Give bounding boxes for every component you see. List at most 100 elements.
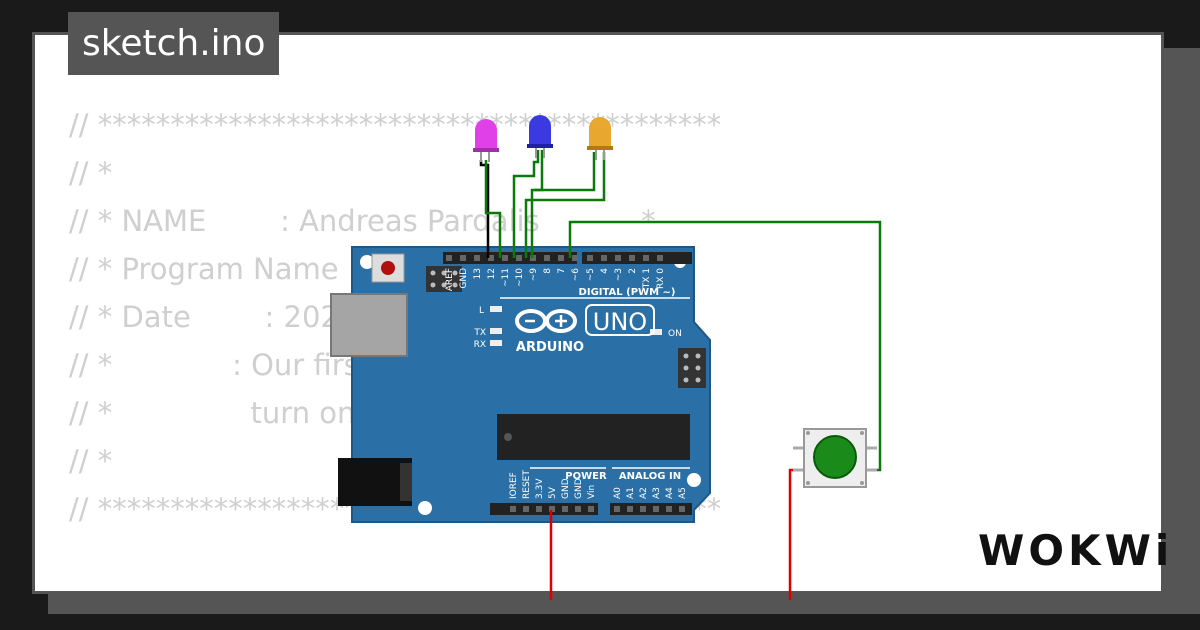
led-rx-label: RX [474, 340, 486, 350]
led-bulb [529, 115, 551, 146]
pin-label: 13 [473, 268, 483, 279]
pin-label: AREF [445, 268, 455, 291]
pin-label: 4 [600, 268, 610, 274]
pin-hole[interactable] [629, 255, 635, 261]
pin-label: ~10 [515, 268, 525, 287]
pin-hole[interactable] [516, 255, 522, 261]
pin-hole[interactable] [536, 506, 542, 512]
pin-hole[interactable] [460, 255, 466, 261]
led-orange[interactable] [587, 117, 613, 160]
file-tab[interactable]: sketch.ino [68, 12, 280, 75]
pin-hole[interactable] [657, 255, 663, 261]
pin-hole[interactable] [572, 255, 578, 261]
arduino-uno-board[interactable]: UNO ARDUINO DIGITAL (PWM ~) POWER ANALOG… [330, 246, 711, 523]
pin-hole[interactable] [510, 506, 516, 512]
wire-led3b [524, 152, 606, 258]
pin-holes [446, 255, 685, 512]
pin-label: ~5 [586, 268, 596, 281]
pin-hole[interactable] [523, 506, 529, 512]
pin-hole[interactable] [601, 255, 607, 261]
pin-label: A4 [665, 487, 675, 499]
led-l [490, 306, 502, 312]
led-bulb [589, 117, 611, 148]
pin-label: IOREF [509, 472, 519, 499]
atmega-chip [497, 414, 690, 460]
led-bulb [475, 119, 497, 150]
pin-hole[interactable] [549, 506, 555, 512]
pin-label: 12 [487, 268, 497, 279]
board-model: UNO [593, 308, 647, 336]
analog-header-label: ANALOG IN [619, 471, 681, 482]
pin-hole[interactable] [653, 506, 659, 512]
pin-label: TX 1 [642, 268, 652, 289]
pin-label: ~3 [614, 268, 624, 281]
wokwi-logo: WOKWi [978, 526, 1174, 575]
pin-label: A2 [639, 487, 649, 499]
board-brand: ARDUINO [516, 340, 584, 355]
pin-hole[interactable] [474, 255, 480, 261]
pin-label: RX 0 [656, 268, 666, 289]
pin-hole[interactable] [587, 255, 593, 261]
led-blue[interactable] [527, 115, 553, 158]
code-line: // * [69, 444, 113, 478]
pin-hole[interactable] [575, 506, 581, 512]
led-on-label: ON [668, 329, 682, 339]
pin-hole[interactable] [562, 506, 568, 512]
wire-led1 [484, 160, 502, 258]
pushbutton[interactable] [793, 428, 877, 488]
pin-label: A1 [626, 487, 636, 499]
icsp-header [426, 266, 462, 292]
code-line: // * turn on [69, 396, 356, 430]
pin-hole[interactable] [666, 506, 672, 512]
pin-label: GND [561, 478, 571, 499]
pin-label: ~11 [501, 268, 511, 287]
led-rx [490, 340, 502, 346]
wire-led3 [534, 152, 596, 192]
pin-label: A5 [678, 487, 688, 499]
icsp-header-2 [678, 348, 706, 388]
led-l-label: L [479, 306, 484, 316]
pin-hole[interactable] [627, 506, 633, 512]
pin-hole[interactable] [488, 255, 494, 261]
pin-hole[interactable] [502, 255, 508, 261]
led-magenta[interactable] [473, 119, 499, 162]
pin-label: A3 [652, 487, 662, 499]
mount-hole [360, 255, 374, 269]
pin-label: GND [574, 478, 584, 499]
pin-label: GND [459, 268, 469, 289]
led-tx-label: TX [473, 328, 486, 338]
pin-label: 8 [543, 268, 553, 274]
pin-label: 3.3V [535, 478, 545, 499]
pin-hole[interactable] [643, 255, 649, 261]
led-tx [490, 328, 502, 334]
reset-button-cap[interactable] [381, 261, 395, 275]
code-line: // *************************************… [69, 108, 722, 142]
pin-hole[interactable] [588, 506, 594, 512]
digital-header-right [582, 252, 692, 264]
pin-hole[interactable] [615, 255, 621, 261]
pin-label: Vin [587, 485, 597, 499]
pin-label: ~9 [529, 268, 539, 282]
code-line: // * NAME : Andreas Pardalis * [69, 204, 656, 238]
pin-hole[interactable] [640, 506, 646, 512]
wire-led2 [512, 150, 540, 258]
pin-label: A0 [613, 487, 623, 499]
wire-gnd [479, 160, 490, 258]
pin-hole[interactable] [679, 506, 685, 512]
mount-hole [418, 501, 432, 515]
pin-hole[interactable] [544, 255, 550, 261]
pin-hole[interactable] [446, 255, 452, 261]
pin-hole[interactable] [614, 506, 620, 512]
code-line: // * Date : 202 [69, 300, 339, 334]
usb-connector [330, 293, 408, 357]
pin-hole[interactable] [558, 255, 564, 261]
pin-label: ~6 [571, 268, 581, 282]
pin-label: 5V [548, 486, 558, 499]
pin-label: 7 [557, 268, 567, 274]
code-line: // * [69, 156, 113, 190]
power-header-label: POWER [565, 471, 607, 482]
mount-hole [687, 473, 701, 487]
arduino-logo-icon [515, 309, 577, 333]
